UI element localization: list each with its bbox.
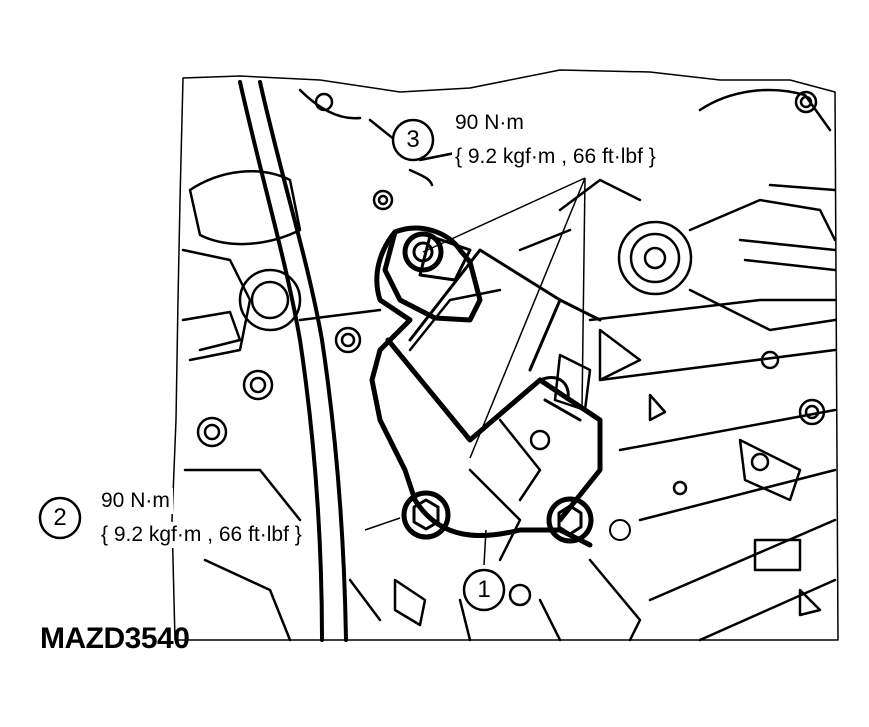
callout-2-circle	[38, 496, 82, 540]
callout-2-torque-alt: { 9.2 kgf·m , 66 ft·lbf }	[98, 522, 305, 548]
callout-circles	[38, 118, 506, 612]
callout-1-number: 1	[477, 576, 491, 603]
callout-3-number: 3	[406, 126, 420, 153]
callout-3-torque-nm: 90 N·m	[452, 110, 527, 136]
callout-3-circle	[391, 118, 435, 162]
mount-bracket	[369, 225, 631, 548]
callout-2-torque-nm: 90 N·m	[98, 488, 173, 514]
leader-lines	[364, 177, 586, 566]
background-engine-linework	[171, 69, 839, 642]
figure-reference-code: MAZD3540	[40, 622, 190, 655]
callout-3-torque-alt: { 9.2 kgf·m , 66 ft·lbf }	[452, 144, 659, 170]
callout-2-number: 2	[53, 504, 67, 531]
callout-1-circle	[462, 568, 506, 612]
